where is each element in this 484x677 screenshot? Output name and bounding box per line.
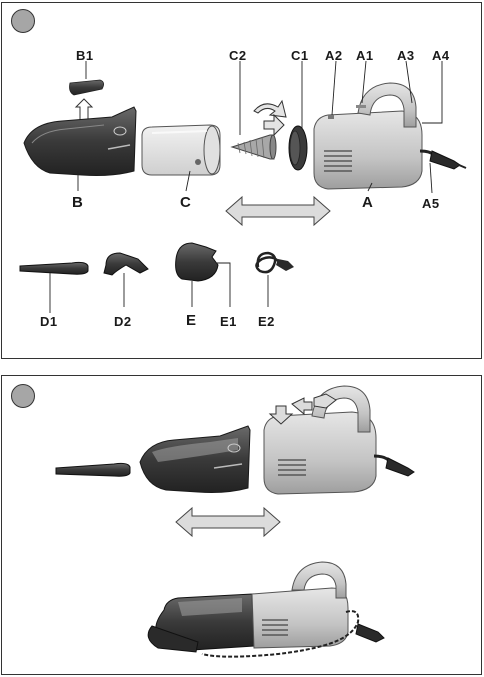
label-a: A <box>362 195 373 210</box>
label-e: E <box>186 313 197 328</box>
dust-container <box>140 426 250 493</box>
crevice-tool <box>56 463 130 476</box>
a-motor-unit <box>314 83 466 189</box>
c1-filter-ring <box>289 126 307 170</box>
label-a3: A3 <box>397 49 415 62</box>
c2-cone-filter <box>232 135 276 159</box>
assembly-drawing <box>2 376 483 676</box>
b1-clip-part <box>70 80 104 95</box>
label-c: C <box>180 195 191 210</box>
assembled-vacuum <box>148 562 384 657</box>
double-arrow-icon <box>226 197 330 225</box>
label-a2: A2 <box>325 49 343 62</box>
label-e1: E1 <box>220 315 237 328</box>
c-filter-cylinder <box>142 125 220 175</box>
rotation-arrow-icon <box>254 101 286 135</box>
motor-unit <box>264 386 414 494</box>
label-a1: A1 <box>356 49 374 62</box>
exploded-view-panel: B1 C2 C1 A2 A1 A3 A4 B C A A5 D1 D2 E E1… <box>1 2 482 359</box>
e2-coiled-cord <box>256 253 294 272</box>
label-d2: D2 <box>114 315 132 328</box>
label-a5: A5 <box>422 197 440 210</box>
label-a4: A4 <box>432 49 450 62</box>
e-wide-nozzle <box>176 243 218 281</box>
label-e2: E2 <box>258 315 275 328</box>
d1-crevice-tool <box>20 262 88 274</box>
label-c2: C2 <box>229 49 247 62</box>
assembly-view-panel <box>1 375 482 675</box>
double-arrow-icon-2 <box>176 508 280 536</box>
label-b: B <box>72 195 83 210</box>
label-c1: C1 <box>291 49 309 62</box>
label-b1: B1 <box>76 49 94 62</box>
d2-brush-nozzle <box>104 253 148 275</box>
label-d1: D1 <box>40 315 58 328</box>
